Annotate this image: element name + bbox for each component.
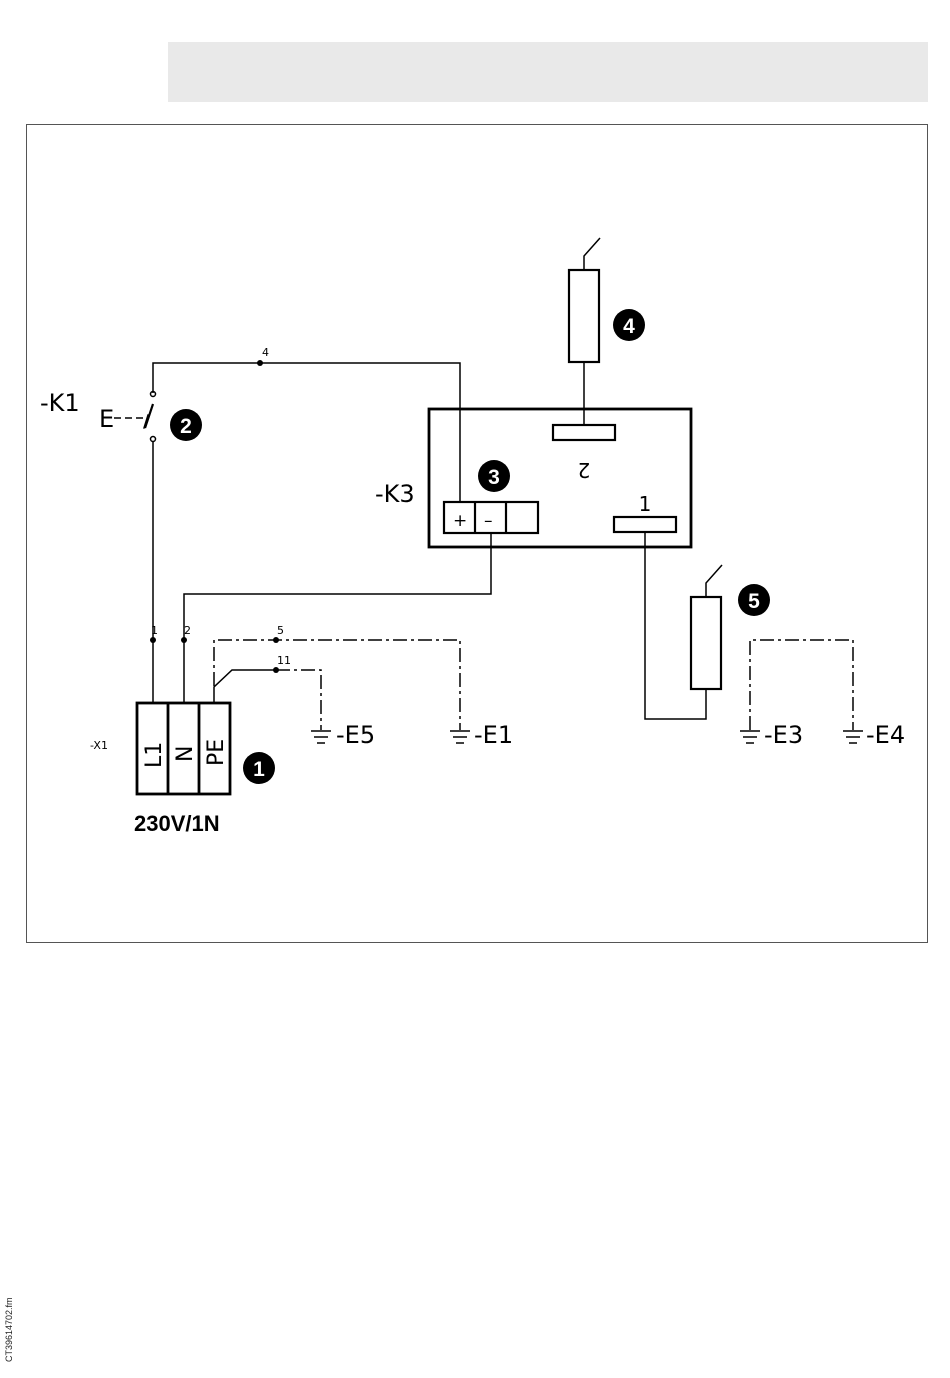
callout-4: 4 — [613, 309, 645, 341]
svg-text:3: 3 — [488, 466, 500, 489]
controller-k3: -K3 + – 2 1 — [375, 409, 691, 547]
svg-text:4: 4 — [623, 315, 635, 338]
callout-3: 3 — [478, 460, 510, 492]
voltage-label: 230V/1N — [134, 811, 220, 836]
wire-5-label: 5 — [277, 624, 284, 637]
e4-label: -E4 — [866, 721, 905, 749]
wire-11-label: 11 — [277, 654, 291, 667]
terminal-block-x1: L1 N PE -X1 230V/1N — [90, 703, 230, 836]
callout-5: 5 — [738, 584, 770, 616]
svg-text:1: 1 — [253, 758, 265, 781]
terminal-minus: – — [484, 511, 493, 531]
terminal-l1: L1 — [142, 742, 167, 768]
callout-2: 2 — [170, 409, 202, 441]
callout-1: 1 — [243, 752, 275, 784]
wire-5: 5 — [214, 624, 460, 730]
k3-port-1-label: 1 — [639, 492, 652, 516]
switch-k1: -K1 E — [40, 389, 156, 442]
k1-contact-label: E — [99, 405, 114, 433]
document-id: CT39614702.fm — [4, 1292, 14, 1362]
x1-label: -X1 — [90, 739, 108, 752]
sensor-4 — [569, 238, 600, 425]
k3-label: -K3 — [375, 480, 415, 508]
wire-4-label: 4 — [262, 346, 269, 359]
sensor-5 — [645, 532, 722, 719]
svg-text:2: 2 — [180, 415, 192, 438]
wire-2: 2 — [181, 533, 491, 703]
terminal-n: N — [173, 746, 198, 762]
terminal-pe: PE — [204, 739, 229, 766]
svg-text:5: 5 — [748, 590, 760, 613]
k1-label: -K1 — [40, 389, 80, 417]
k3-port-2-label: 2 — [578, 458, 591, 482]
terminal-plus: + — [453, 511, 467, 531]
e3-label: -E3 — [764, 721, 803, 749]
wire-1-label: 1 — [151, 624, 158, 637]
wire-e3-e4 — [750, 640, 853, 730]
wire-2-label: 2 — [184, 624, 191, 637]
e5-label: -E5 — [336, 721, 375, 749]
wire-1: 1 — [150, 442, 158, 703]
e1-label: -E1 — [474, 721, 513, 749]
